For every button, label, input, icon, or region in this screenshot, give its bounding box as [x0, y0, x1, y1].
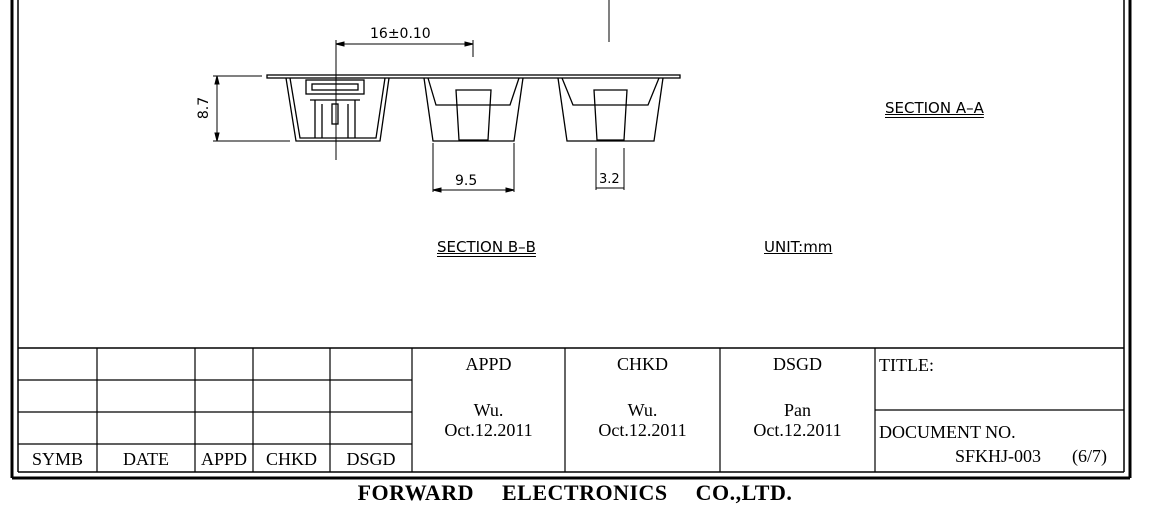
approval-appd: APPD Wu. Oct.12.2011: [412, 354, 565, 440]
section-b-label: SECTION B–B: [437, 238, 536, 256]
dimension-lines: [213, 40, 625, 193]
approval-name: Wu.: [473, 400, 504, 420]
approval-date: Oct.12.2011: [753, 420, 842, 440]
unit-label: UNIT:mm: [764, 238, 833, 256]
dimension-hole-width: 3.2: [599, 172, 620, 187]
rev-header-symb: SYMB: [31, 449, 84, 469]
approval-dsgd: DSGD Pan Oct.12.2011: [720, 354, 875, 440]
dimension-pocket-width: 9.5: [455, 173, 478, 189]
approval-role: CHKD: [616, 354, 668, 374]
dimension-pitch: 16±0.10: [370, 26, 431, 42]
title-label: TITLE:: [879, 355, 934, 375]
document-no: SFKHJ-003: [955, 446, 1042, 466]
drawing-frame: [10, 0, 1132, 480]
approval-name: Wu.: [627, 400, 658, 420]
approval-name: Pan: [784, 400, 811, 420]
rev-header-date: DATE: [123, 449, 169, 469]
document-no-label: DOCUMENT NO.: [879, 422, 1016, 442]
section-a-label: SECTION A–A: [885, 99, 984, 117]
page-number: (6/7): [1072, 446, 1107, 466]
carrier-tape-section: [266, 40, 681, 160]
company-name: FORWARD ELECTRONICS CO.,LTD.: [357, 480, 793, 505]
approval-chkd: CHKD Wu. Oct.12.2011: [565, 354, 720, 440]
rev-header-appd: APPD: [200, 449, 248, 469]
approval-date: Oct.12.2011: [444, 420, 533, 440]
approval-role: APPD: [465, 354, 512, 374]
rev-header-chkd: CHKD: [265, 449, 317, 469]
approval-date: Oct.12.2011: [598, 420, 687, 440]
approval-role: DSGD: [772, 354, 822, 374]
rev-header-dsgd: DSGD: [346, 449, 396, 469]
